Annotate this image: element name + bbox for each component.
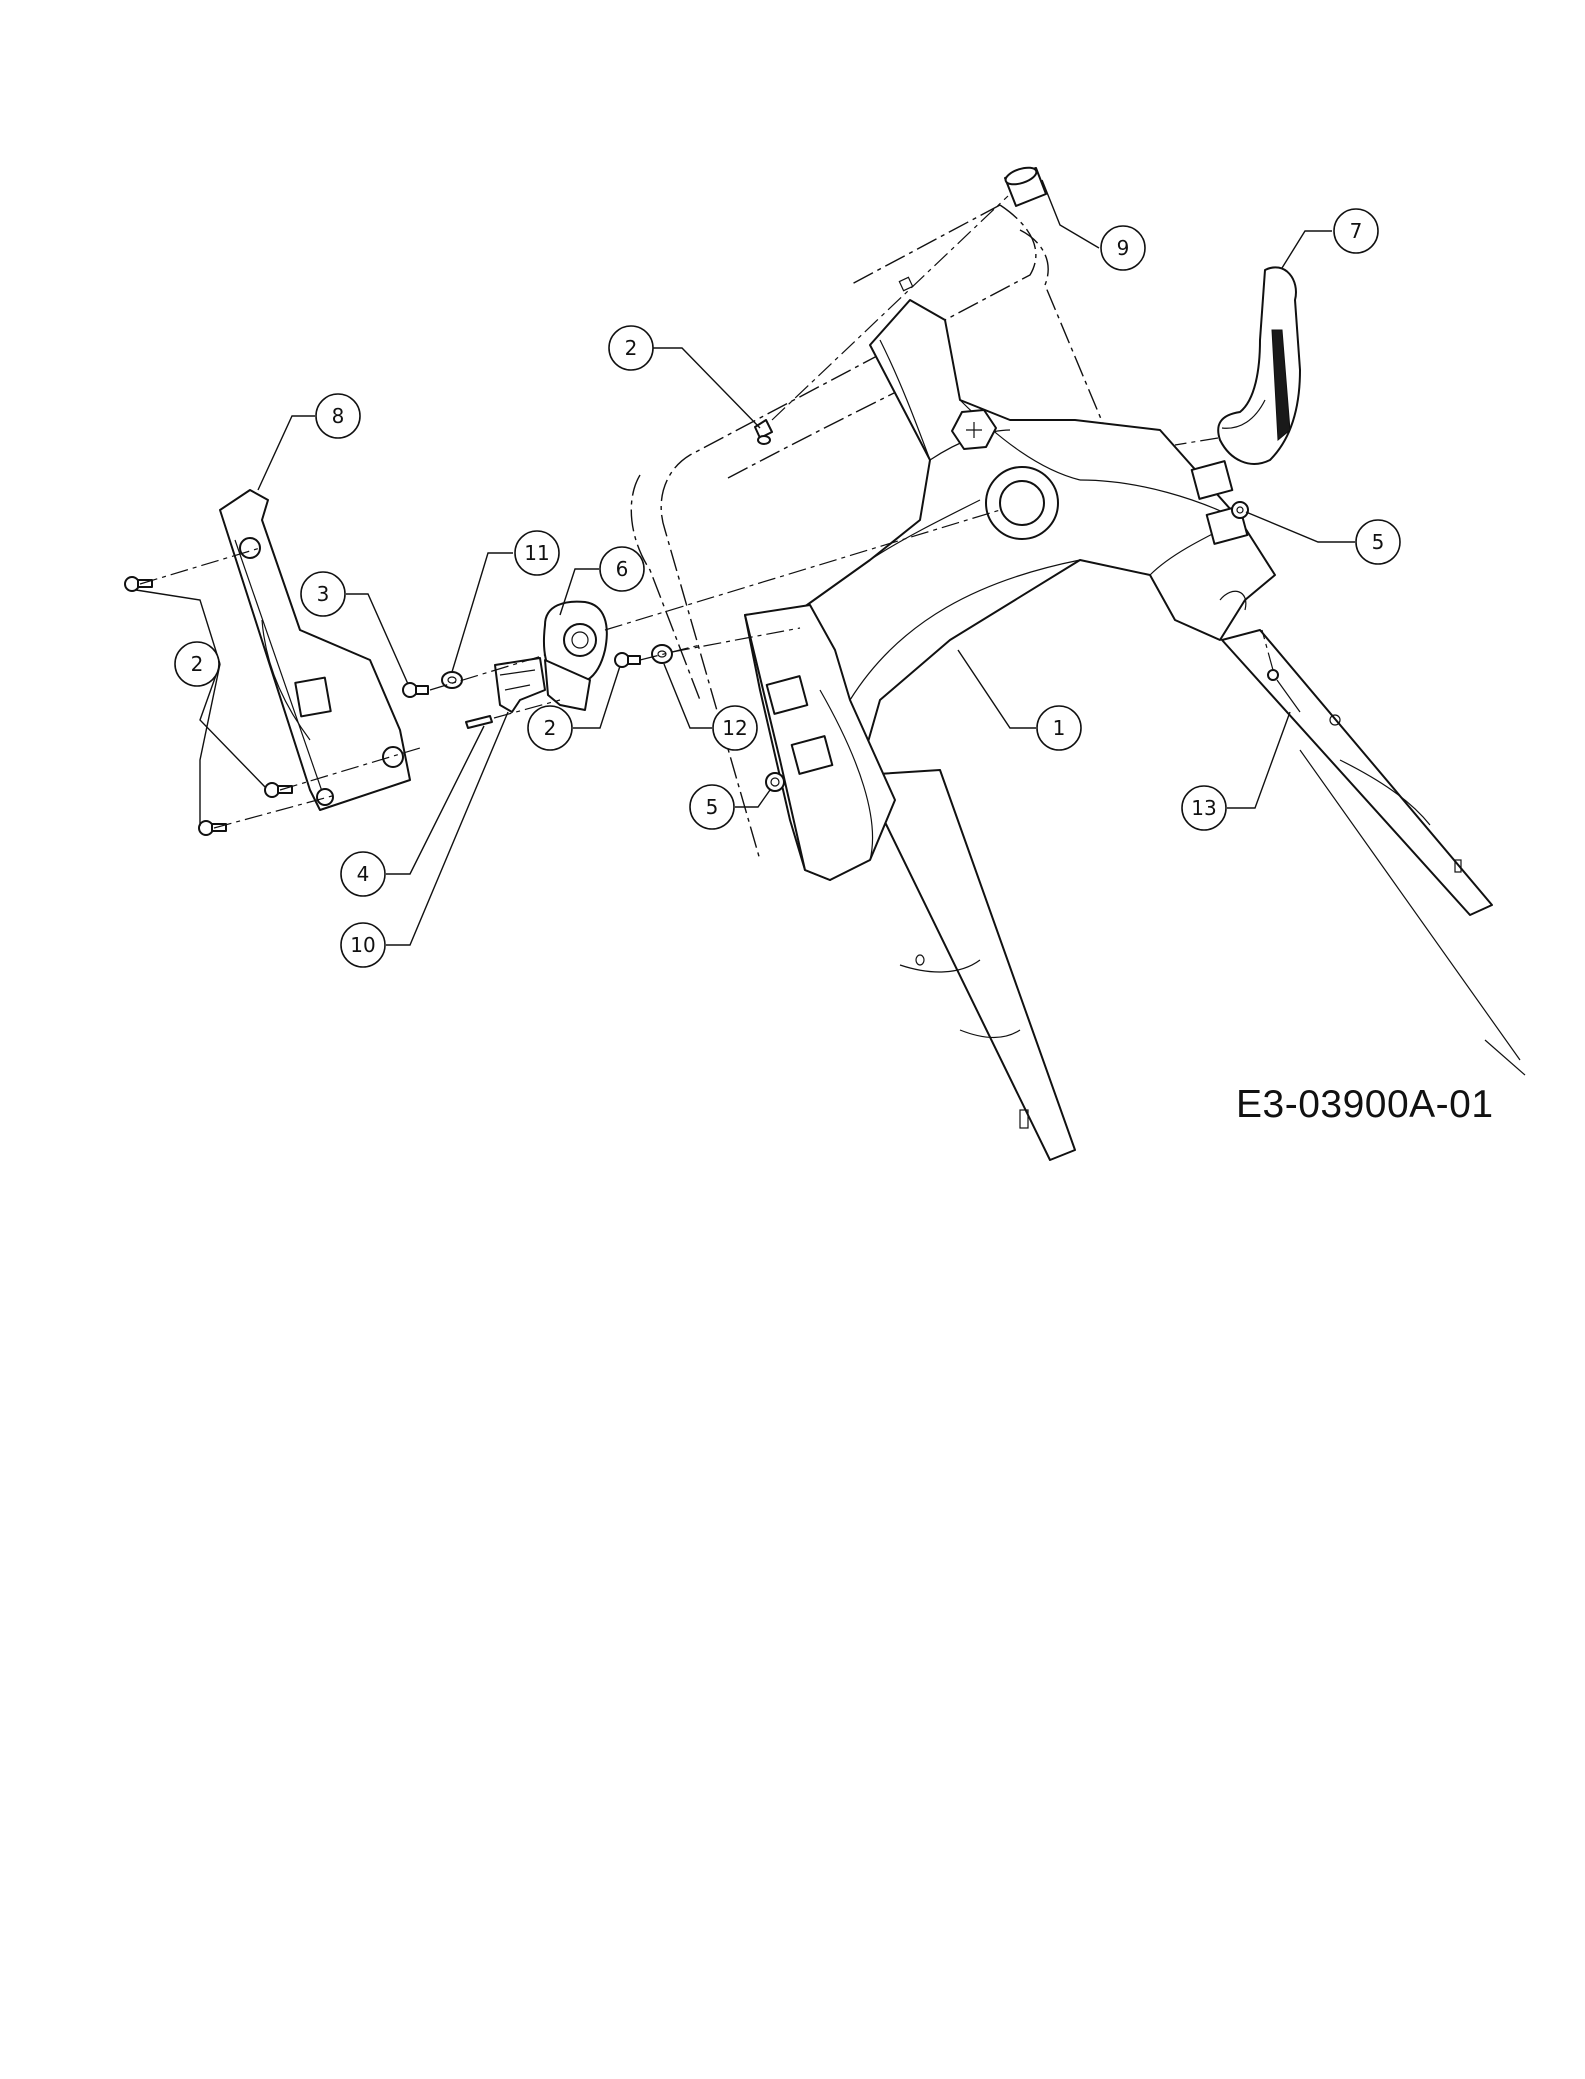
svg-text:10: 10	[350, 933, 375, 957]
svg-text:6: 6	[616, 557, 629, 581]
drawing-code: E3-03900A-01	[1236, 1083, 1494, 1126]
svg-text:5: 5	[1372, 530, 1385, 554]
handle-end-cap	[1004, 166, 1047, 207]
callout-2-top: 2	[608, 325, 654, 371]
svg-text:5: 5	[706, 795, 719, 819]
svg-text:2: 2	[544, 716, 557, 740]
leader-lines	[135, 179, 1355, 946]
screw-2-cam	[614, 652, 641, 668]
callout-2-left: 2	[174, 641, 220, 687]
screw-2-top	[754, 419, 773, 445]
screw-2-bottom-left	[198, 820, 227, 836]
svg-text:9: 9	[1117, 236, 1130, 260]
callout-3: 3	[300, 571, 346, 617]
svg-text:12: 12	[722, 716, 747, 740]
callout-12: 12	[712, 705, 758, 751]
callout-11: 11	[514, 530, 560, 576]
svg-text:4: 4	[357, 862, 370, 886]
lower-right-tube	[1221, 629, 1526, 1076]
svg-text:7: 7	[1350, 219, 1363, 243]
grip-lever	[1217, 266, 1301, 465]
screw-2-mid-left	[264, 782, 293, 798]
spring-clip	[494, 657, 546, 713]
nut-5-right	[1231, 501, 1249, 519]
callout-6: 6	[599, 546, 645, 592]
svg-text:2: 2	[625, 336, 638, 360]
handle-bar-phantom	[630, 204, 1161, 861]
callout-7: 7	[1333, 208, 1379, 254]
callout-9: 9	[1100, 225, 1146, 271]
callout-13: 13	[1181, 785, 1227, 831]
side-cover	[219, 489, 411, 811]
callout-2-mid: 2	[527, 705, 573, 751]
callout-1: 1	[1036, 705, 1082, 751]
pin-4	[465, 715, 493, 729]
callout-10: 10	[340, 922, 386, 968]
svg-text:2: 2	[191, 652, 204, 676]
lower-left-tube	[861, 769, 1076, 1161]
svg-text:13: 13	[1191, 796, 1216, 820]
callout-8: 8	[315, 393, 361, 439]
cam-knob	[542, 600, 608, 711]
screw-2-top-left	[124, 576, 153, 592]
svg-text:11: 11	[524, 541, 549, 565]
washer-12	[651, 644, 673, 664]
nut-5-left	[765, 772, 785, 792]
callout-4: 4	[340, 851, 386, 897]
callout-5-left: 5	[689, 784, 735, 830]
screw-3	[402, 682, 429, 698]
svg-text:8: 8	[332, 404, 345, 428]
callout-5-right: 5	[1355, 519, 1401, 565]
hardware	[124, 419, 1301, 836]
assembly-axes	[139, 195, 1274, 829]
handle-console	[744, 299, 1276, 881]
svg-text:3: 3	[317, 582, 330, 606]
svg-text:1: 1	[1053, 716, 1066, 740]
